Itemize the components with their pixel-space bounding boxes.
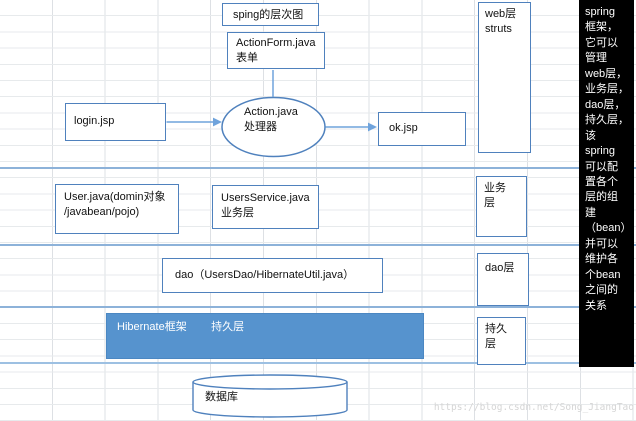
user-domain-box: User.java(domin对象 /javabean/pojo) [55, 184, 179, 234]
hibernate-framework-box: Hibernate框架 持久层 [106, 313, 424, 359]
diagram-title-box: sping的层次图 [222, 3, 319, 26]
layer-separator-dao [0, 306, 636, 308]
blog-watermark: https://blog.csdn.net/Song_JiangTao [433, 402, 634, 413]
business-layer-box: 业务 层 [476, 176, 527, 237]
database-label: 数据库 [205, 391, 238, 403]
users-service-box: UsersService.java 业务层 [212, 185, 319, 229]
action-processor-label: Action.java 处理器 [244, 106, 298, 133]
dao-layer-box: dao层 [477, 253, 529, 306]
action-processor-ellipse [221, 96, 326, 158]
layer-separator-web [0, 167, 636, 169]
dao-box: dao（UsersDao/HibernateUtil.java） [162, 258, 383, 293]
layer-separator-business [0, 244, 636, 246]
database-cylinder-top [192, 374, 348, 390]
spring-note-sidebar: spring 框架， 它可以 管理 web层， 业务层， dao层， 持久层， … [579, 0, 634, 367]
layer-separator-persistence [0, 362, 636, 364]
persistence-layer-box: 持久 层 [477, 317, 526, 365]
web-layer-box: web层 struts [478, 2, 531, 153]
ok-jsp-box: ok.jsp [378, 112, 466, 146]
database-cylinder-body [192, 382, 348, 418]
login-jsp-box: login.jsp [65, 103, 166, 141]
actionform-box: ActionForm.java 表单 [227, 32, 325, 69]
action-to-ok-arrowhead-icon [368, 122, 377, 132]
login-to-action-arrowhead-icon [213, 117, 222, 127]
